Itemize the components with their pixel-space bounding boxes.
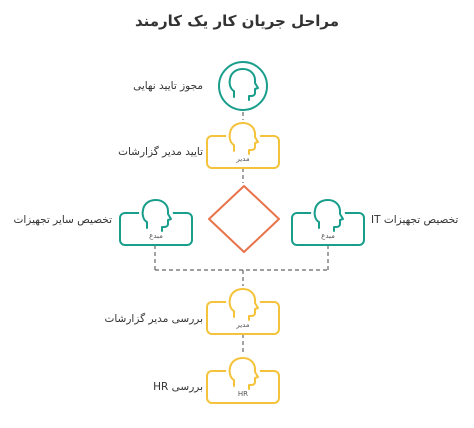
hr-tag: HR: [237, 390, 249, 398]
other-equipment-tag: مبدع: [149, 232, 163, 240]
final-approval-label: مجوز تایید نهایی: [133, 80, 203, 92]
it-equipment-tag: مبدع: [321, 232, 335, 240]
approve-label: تایید مدیر گزارشات: [118, 146, 203, 158]
approve-tag: مدیر: [236, 155, 250, 163]
decision-diamond: [208, 185, 280, 253]
review-label: بررسی مدیر گزارشات: [104, 313, 203, 325]
other-equipment-label: تخصیص سایر تجهیزات: [13, 214, 112, 226]
diagram-title: مراحل جریان کار یک کارمند: [134, 12, 340, 30]
it-equipment-label: تخصیص تجهیزات IT: [371, 214, 459, 226]
hr-review-label: بررسی HR: [153, 381, 203, 393]
review-tag: مدیر: [236, 321, 250, 329]
